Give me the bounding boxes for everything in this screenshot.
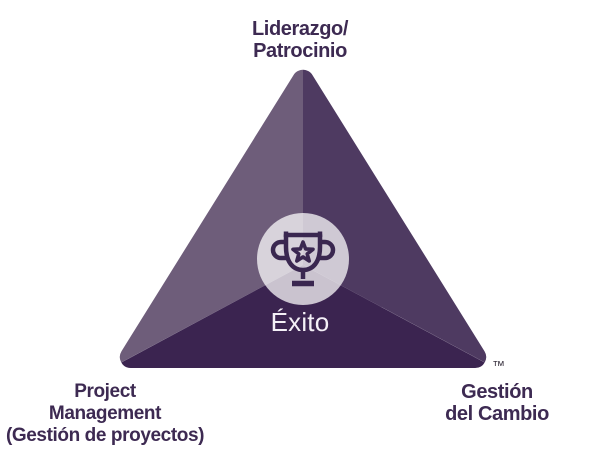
label-success: Éxito (270, 307, 330, 337)
triangle-face-project-bottom (119, 265, 487, 368)
trophy-star (291, 240, 315, 263)
trophy-icon (270, 231, 336, 287)
label-project-management: Project Management (Gestión de proyectos… (5, 381, 205, 446)
trophy-handle-left (270, 239, 286, 261)
trophy-handle-right (320, 239, 336, 261)
label-change-management: Gestión del Cambio (445, 381, 549, 425)
trademark-symbol: ™ (492, 358, 505, 373)
label-leadership-sponsorship: Liderazgo/ Patrocinio (251, 18, 348, 62)
